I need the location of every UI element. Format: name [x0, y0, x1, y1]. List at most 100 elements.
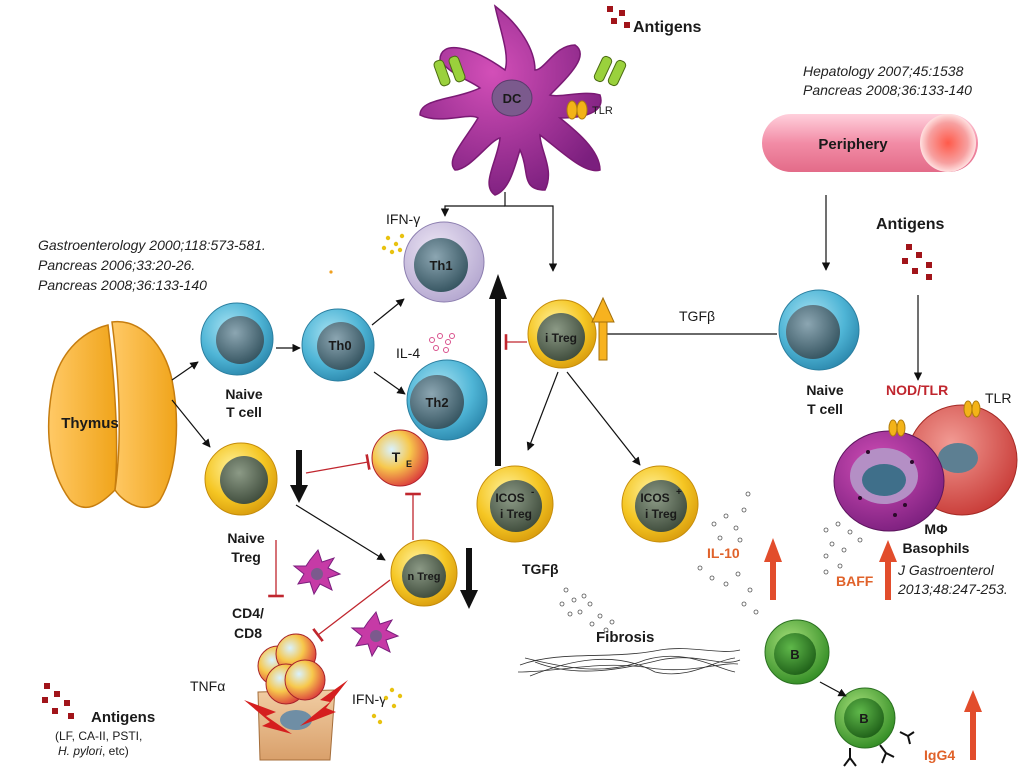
plasma-b-cell: B [834, 687, 896, 749]
fibrosis-label: Fibrosis [596, 629, 654, 646]
naive-t-cell-left [200, 302, 274, 376]
receptor-icon [433, 55, 466, 87]
antigen-cluster-icon [902, 244, 932, 280]
icos-minus-itreg-cell: ICOS - i Treg [476, 465, 554, 543]
naive-treg-label: Naive [227, 530, 265, 546]
naive-t-cell-left-label: T cell [226, 404, 262, 420]
dendritic-cell-small [350, 610, 400, 658]
pathway-arrows [171, 192, 923, 697]
b-cell-label: B [859, 711, 868, 726]
naive-t-cell-left-label: Naive [225, 386, 263, 402]
reference-text: Pancreas 2008;36:133-140 [38, 277, 207, 293]
th2-cell: Th2 [406, 359, 488, 441]
increase-arrow-il10 [764, 538, 782, 600]
reference-text: 2013;48:247-253. [897, 581, 1008, 597]
te-label: T [392, 449, 401, 465]
thymus: Thymus [47, 320, 178, 509]
tnf-alpha-label: TNFα [190, 678, 225, 694]
th0-cell: Th0 [301, 308, 375, 382]
th1-label: Th1 [429, 258, 452, 273]
naive-treg-label: Treg [231, 549, 261, 565]
icos-plus-itreg-cell: ICOS + i Treg [621, 465, 699, 543]
thick-up-arrow [489, 274, 507, 466]
antigens-bottom-title: Antigens [91, 709, 155, 726]
secreted-factor-dots [559, 491, 863, 633]
increase-arrow-itreg [591, 296, 615, 361]
te-subscript: E [406, 459, 412, 469]
naive-t-cell-right [778, 289, 860, 371]
reference-text: Pancreas 2006;33:20-26. [38, 257, 195, 273]
antigens-right-label: Antigens [876, 216, 945, 233]
nod-tlr-label: NOD/TLR [886, 382, 948, 398]
tlr-icon [963, 400, 981, 418]
ntreg-cell: n Treg [390, 539, 458, 607]
h-pylori-text: H. pylori [58, 744, 102, 758]
cytokine-dots-icon [429, 333, 455, 353]
periphery-label: Periphery [818, 136, 888, 153]
reference-text: Hepatology 2007;45:1538 [803, 63, 964, 79]
baff-label: BAFF [836, 573, 874, 589]
icos-plus-label: i Treg [645, 507, 677, 521]
tgfb-top-label: TGFβ [679, 308, 715, 324]
tgfb-low-label: TGFβ [522, 561, 559, 577]
b-cell-label: B [790, 647, 799, 662]
icos-minus-sup: - [531, 487, 534, 498]
itreg-cell: i Treg [527, 299, 597, 369]
tlr-icon [888, 419, 906, 437]
fibrosis-fibers [517, 648, 741, 677]
tlr-label-right: TLR [985, 390, 1011, 406]
thick-down-arrow [460, 548, 478, 609]
ntreg-label: n Treg [407, 571, 440, 583]
reference-text: J Gastroenterol [897, 562, 995, 578]
decorative-dot [329, 270, 333, 274]
increase-arrow-baff [879, 540, 897, 600]
il10-label: IL-10 [707, 545, 740, 561]
thick-down-arrow [290, 450, 308, 503]
cytokine-dots-icon [371, 687, 403, 725]
b-cell: B [764, 619, 830, 685]
t-effector-cell: T E [371, 429, 429, 487]
icos-minus-label: ICOS [495, 491, 524, 505]
ifn-gamma-top-label: IFN-γ [386, 211, 420, 227]
thymus-label: Thymus [61, 415, 119, 432]
naive-treg-cell [204, 442, 278, 516]
icos-plus-label: ICOS [640, 491, 669, 505]
basophils-label: Basophils [903, 540, 970, 556]
icos-plus-sup: + [676, 487, 682, 498]
dendritic-cell-small [292, 548, 342, 596]
naive-t-cell-right-label: Naive [806, 382, 844, 398]
itreg-label: i Treg [545, 331, 577, 345]
reference-text: Pancreas 2008;36:133-140 [803, 82, 972, 98]
inhibition-lines [268, 334, 527, 642]
receptor-icon [593, 55, 627, 87]
dendritic-cell: DC TLR [419, 4, 627, 196]
antigens-bottom-line1: (LF, CA-II, PSTI, [55, 729, 142, 743]
th1-cell: Th1 [403, 221, 485, 303]
icos-minus-label: i Treg [500, 507, 532, 521]
reference-text: Gastroenterology 2000;118:573-581. [38, 237, 266, 253]
cd4-cd8-label: CD4/ [232, 605, 264, 621]
etc-text: , etc) [102, 744, 129, 758]
igg4-label: IgG4 [924, 747, 955, 763]
antibody-icon [843, 731, 915, 767]
tlr-label-dc: TLR [592, 105, 613, 117]
naive-t-cell-right-label: T cell [807, 401, 843, 417]
mphi-label: MΦ [924, 521, 948, 537]
th0-label: Th0 [328, 338, 351, 353]
target-tissue [244, 633, 348, 761]
dc-label: DC [503, 91, 522, 106]
antigen-cluster-icon [42, 683, 74, 719]
increase-arrow-igg4 [964, 690, 982, 760]
tlr-icon [566, 100, 588, 120]
antigens-top-label: Antigens [633, 19, 702, 36]
cytokine-dots-icon [381, 233, 405, 255]
th2-label: Th2 [425, 395, 448, 410]
ifn-gamma-bottom-label: IFN-γ [352, 691, 386, 707]
periphery-vessel: Periphery [762, 114, 978, 172]
antigen-cluster-icon [607, 6, 630, 28]
cd4-cd8-label: CD8 [234, 625, 262, 641]
macrophage-cell [833, 430, 945, 532]
il4-label: IL-4 [396, 345, 420, 361]
antigens-bottom-line2: H. pylori, etc) [58, 744, 129, 758]
